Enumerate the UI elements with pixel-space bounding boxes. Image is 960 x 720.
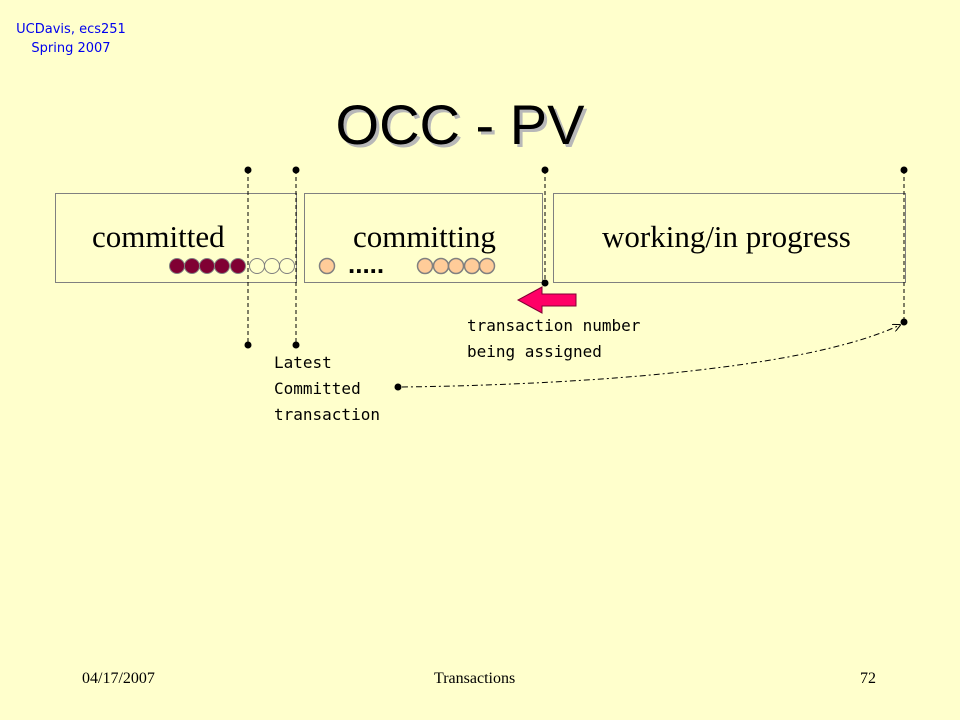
empty-transaction-circle — [279, 258, 295, 274]
pointer-dot — [900, 166, 908, 174]
course-header: UCDavis, ecs251 Spring 2007 — [0, 20, 142, 58]
ellipsis: ..... — [348, 249, 384, 279]
committing-transaction-circle — [478, 257, 496, 275]
connector-curve — [401, 325, 900, 388]
pointer-dot — [244, 341, 252, 349]
working-box — [553, 193, 906, 283]
latest-committed-note: Latest Committed transaction — [274, 350, 380, 428]
course-name: UCDavis, ecs251 — [16, 22, 126, 37]
committed-transaction-circle — [230, 258, 246, 274]
pointer-dot — [541, 279, 549, 287]
note-line: transaction — [274, 405, 380, 424]
committing-transaction-circle — [318, 257, 336, 275]
transaction-number-note: transaction number being assigned — [467, 313, 640, 365]
connector-dot — [394, 383, 402, 391]
committing-transaction-circle — [463, 257, 481, 275]
footer-topic: Transactions — [434, 670, 516, 687]
note-line: Latest — [274, 353, 332, 372]
committing-transaction-circle — [447, 257, 465, 275]
pointer-dot — [541, 166, 549, 174]
course-term: Spring 2007 — [31, 41, 111, 56]
pointer-dot — [900, 318, 908, 326]
note-line: being assigned — [467, 342, 602, 361]
note-line: transaction number — [467, 316, 641, 335]
committed-transaction-circle — [199, 258, 215, 274]
working-label: working/in progress — [602, 219, 851, 254]
pointer-dot — [292, 166, 300, 174]
committed-transaction-circle — [184, 258, 200, 274]
empty-transaction-circle — [249, 258, 265, 274]
committed-transaction-circle — [169, 258, 185, 274]
pointer-dot — [292, 341, 300, 349]
committed-label: committed — [92, 219, 225, 254]
committing-transaction-circle — [416, 257, 434, 275]
note-line: Committed — [274, 379, 361, 398]
committed-transaction-circle — [214, 258, 230, 274]
pointer-dot — [244, 166, 252, 174]
footer-date: 04/17/2007 — [82, 670, 155, 687]
footer-page-number: 72 — [860, 670, 876, 687]
committing-transaction-circle — [432, 257, 450, 275]
slide-title: OCC - PV — [335, 93, 585, 156]
committing-label: committing — [353, 219, 496, 254]
empty-transaction-circle — [264, 258, 280, 274]
left-arrow-icon — [516, 286, 577, 314]
